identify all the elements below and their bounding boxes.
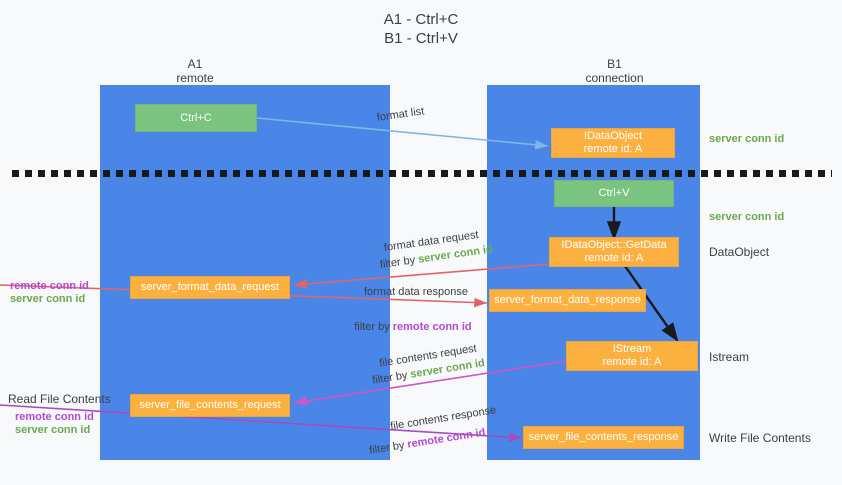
- filter-prefix: filter by: [354, 321, 393, 333]
- node-ctrl-c-label: Ctrl+C: [180, 111, 212, 124]
- filter-value-remote-conn-id: remote conn id: [406, 426, 487, 451]
- label-server-conn-id-upper: server conn id: [10, 293, 86, 305]
- node-server-format-data-request[interactable]: server_format_data_request: [130, 276, 290, 299]
- label-server-conn-id-lower: server conn id: [15, 424, 91, 436]
- filter-value-remote-conn-id: remote conn id: [392, 321, 472, 333]
- filter-prefix: filter by: [379, 253, 420, 272]
- filter-value-server-conn-id: server conn id: [409, 357, 486, 381]
- filter-prefix: filter by: [368, 438, 409, 457]
- node-file-resp-label: server_file_contents_response: [528, 431, 679, 443]
- diagram-title: A1 - Ctrl+C B1 - Ctrl+V: [383, 11, 459, 47]
- label-remote-conn-id-upper: remote conn id: [10, 280, 89, 292]
- node-file-req-label: server_file_contents_request: [139, 399, 281, 411]
- node-idataobject-line2: remote id: A: [583, 143, 643, 155]
- filter-value-server-conn-id: server conn id: [417, 243, 494, 266]
- node-ctrl-c[interactable]: Ctrl+C: [135, 104, 257, 132]
- filter-prefix: filter by: [371, 368, 412, 387]
- node-ctrl-v[interactable]: Ctrl+V: [554, 180, 674, 207]
- node-idataobject-line1: IDataObject: [583, 130, 643, 142]
- node-istream-line2: remote id: A: [602, 356, 662, 368]
- node-fmt-req-label: server_format_data_request: [140, 281, 280, 293]
- node-istream[interactable]: IStream remote id: A: [566, 341, 698, 371]
- node-idataobject-getdata[interactable]: IDataObject::GetData remote id: A: [549, 237, 679, 267]
- swimlane-b1-header: B1 connection: [585, 57, 644, 85]
- label-remote-conn-id-lower: remote conn id: [15, 411, 94, 423]
- label-write-file-contents: Write File Contents: [709, 431, 811, 445]
- label-format-data-response-filter: filter by remote conn id: [342, 306, 472, 348]
- label-read-file-contents: Read File Contents: [8, 392, 111, 406]
- swimlane-a1-header: A1 remote: [176, 57, 214, 85]
- node-idataobject[interactable]: IDataObject remote id: A: [551, 128, 675, 158]
- node-server-file-contents-response[interactable]: server_file_contents_response: [523, 426, 684, 449]
- label-format-data-response: format data response: [364, 286, 468, 298]
- node-fmt-resp-label: server_format_data_response: [494, 294, 641, 306]
- node-server-file-contents-request[interactable]: server_file_contents_request: [130, 394, 290, 417]
- node-istream-line1: IStream: [612, 343, 652, 355]
- label-dataobject: DataObject: [709, 245, 770, 259]
- dashed-divider: [12, 170, 832, 177]
- node-server-format-data-response[interactable]: server_format_data_response: [489, 289, 646, 312]
- node-getdata-line2: remote id: A: [584, 252, 644, 264]
- node-ctrl-v-label: Ctrl+V: [598, 187, 630, 199]
- label-server-conn-id-second: server conn id: [709, 211, 785, 223]
- label-server-conn-id-top: server conn id: [709, 133, 785, 145]
- label-istream: Istream: [709, 350, 750, 364]
- node-getdata-line1: IDataObject::GetData: [561, 239, 667, 251]
